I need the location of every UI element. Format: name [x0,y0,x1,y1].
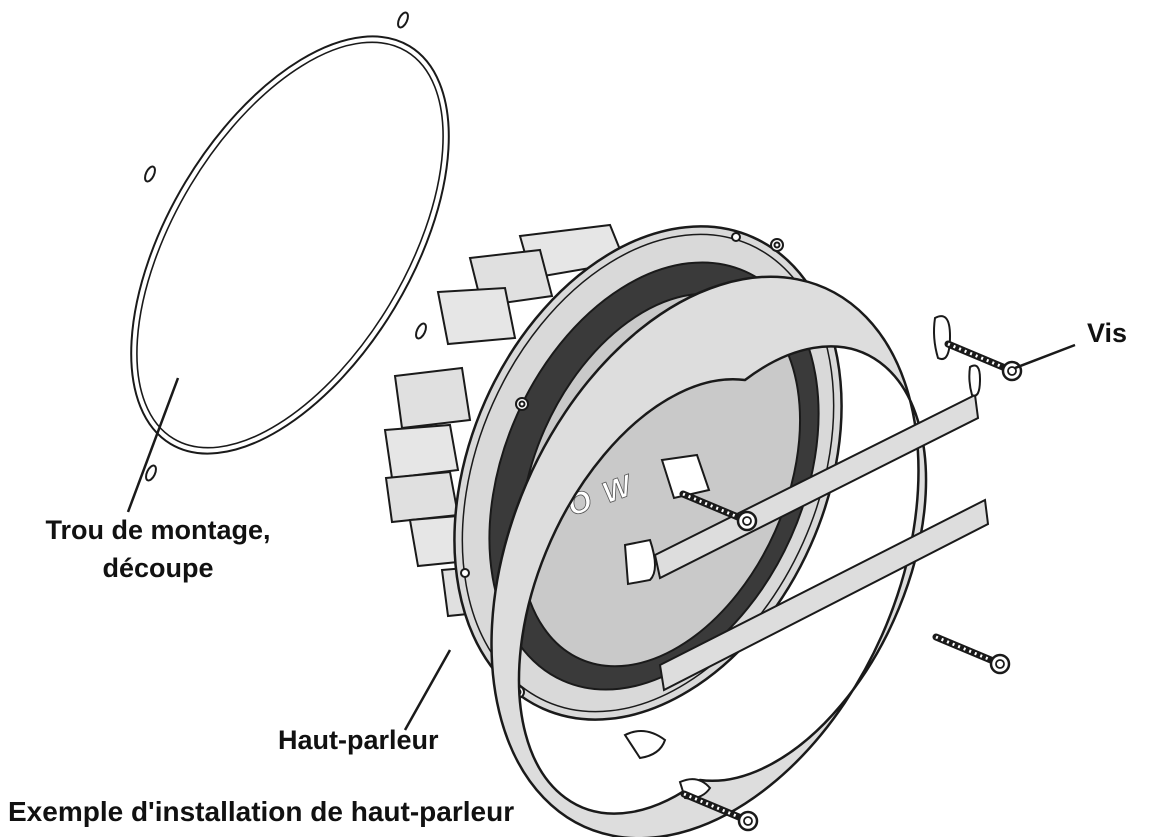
screw [948,344,1021,380]
mounting-hole [145,464,157,482]
figure-caption: Exemple d'installation de haut-parleur [8,796,515,827]
cutout-label-line2: découpe [102,553,214,583]
leader-line-cutout [126,377,180,513]
speaker-label: Haut-parleur [278,725,439,755]
mounting-cutout [130,11,450,482]
mounting-hole [397,11,409,29]
leader-line-speaker [403,649,452,731]
leader-line-screw [1014,343,1076,370]
cutout-label-line1: Trou de montage, [45,515,271,545]
mounting-hole [144,165,156,183]
screw-label: Vis [1087,318,1128,348]
screw [936,637,1009,673]
speaker-grille [490,275,990,837]
mounting-hole [415,322,427,340]
